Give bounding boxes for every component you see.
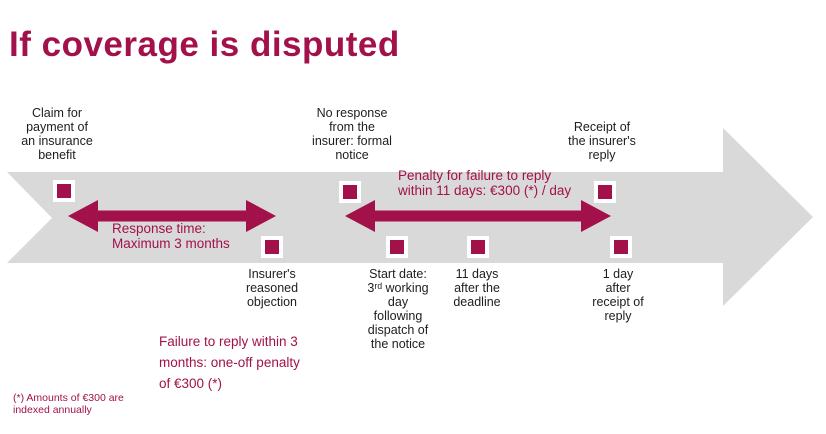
marker-start-date — [386, 236, 408, 258]
event-label-11-days-after-deadline: 11 days after the deadline — [453, 267, 501, 309]
marker-receipt-of-reply — [594, 181, 616, 203]
event-label-receipt-of-reply: Receipt of the insurer's reply — [568, 120, 636, 162]
event-label-claim: Claim for payment of an insurance benefi… — [21, 106, 93, 162]
marker-11-days-after-deadline — [467, 236, 489, 258]
event-label-start-date: Start date: 3ʳᵈ working day following di… — [367, 267, 429, 351]
slide-title: If coverage is disputed — [9, 25, 400, 65]
penalty-double-arrow-icon — [345, 200, 611, 232]
marker-formal-notice — [339, 181, 361, 203]
annotation-response-time: Response time: Maximum 3 months — [112, 221, 230, 251]
annotation-daily-penalty: Penalty for failure to reply within 11 d… — [398, 168, 572, 198]
event-label-reasoned-objection: Insurer's reasoned objection — [245, 267, 299, 309]
response-time-double-arrow-icon — [68, 200, 276, 232]
annotation-one-off-penalty: Failure to reply within 3 months: one-of… — [159, 334, 300, 391]
marker-1-day-after-receipt — [610, 236, 632, 258]
event-label-1-day-after-receipt: 1 day after receipt of reply — [592, 267, 644, 323]
footnote: (*) Amounts of €300 are indexed annually — [13, 392, 124, 416]
marker-reasoned-objection — [261, 236, 283, 258]
event-label-formal-notice: No response from the insurer: formal not… — [312, 106, 392, 162]
marker-claim — [53, 180, 75, 202]
